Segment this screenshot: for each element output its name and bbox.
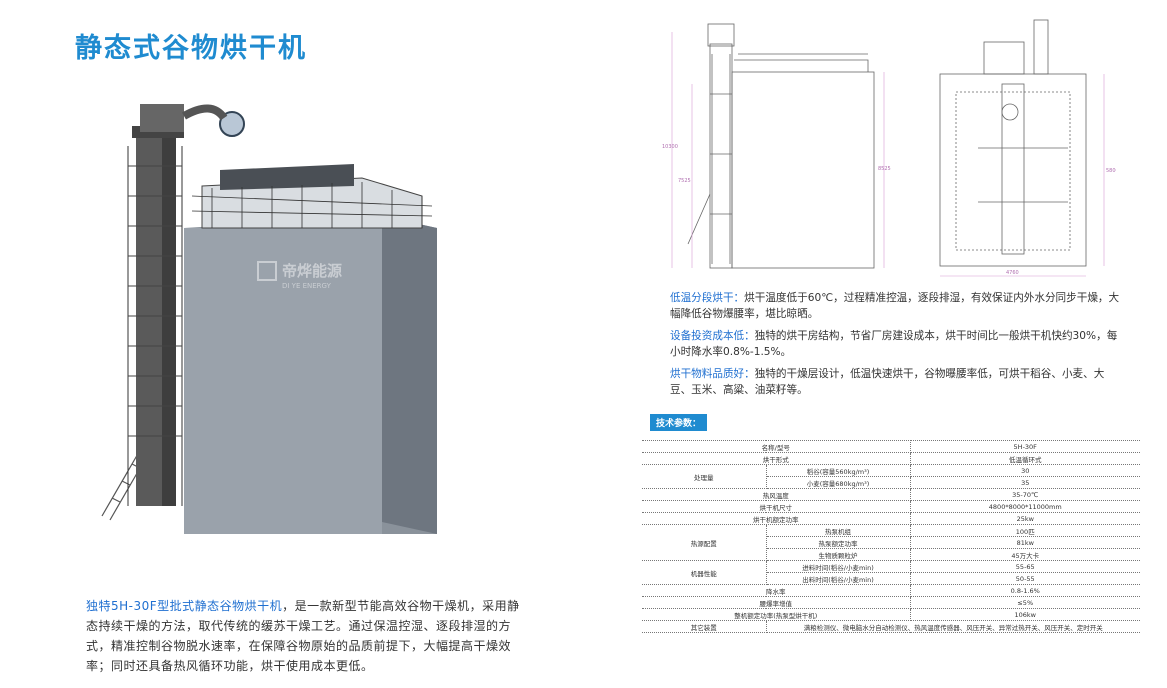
cell-value: 满粮检测仪、微电脑水分自动检测仪、热风温度传感器、风压开关、异常过热开关、风压开…	[766, 620, 1140, 633]
table-row: 烘干形式低温循环式	[642, 452, 1140, 465]
cell-label: 热泵额定功率	[766, 536, 911, 549]
cell-label: 其它装置	[642, 620, 767, 633]
table-row: 机器性能进料时间(稻谷/小麦min)55-65	[642, 560, 1140, 585]
feature-item: 低温分段烘干：烘干温度低于60℃，过程精准控温，逐段排湿，有效保证内外水分同步干…	[670, 290, 1120, 322]
cell-value: 45万大卡	[910, 548, 1140, 561]
cell-value: 4800*8000*11000mm	[910, 500, 1140, 513]
cell-label: 烘干形式	[642, 452, 911, 465]
cell-value: 5H-30F	[910, 440, 1140, 453]
table-row: 小麦(容量680kg/m³)35	[642, 476, 1140, 489]
cell-label: 烘干机尺寸	[642, 500, 911, 513]
table-row: 出料时间(稻谷/小麦min)50-55	[642, 572, 1140, 585]
cell-value: 30	[910, 464, 1140, 477]
cell-value: 0.8-1.6%	[910, 584, 1140, 597]
cell-value: 106kw	[910, 608, 1140, 621]
cell-label: 整机额定功率(热泵型烘干机)	[642, 608, 911, 621]
page-title: 静态式谷物烘干机	[75, 33, 307, 64]
cell-value: 100匹	[910, 524, 1140, 537]
feature-heading: 低温分段烘干：	[670, 292, 745, 304]
logo-en: DI YE ENERGY	[282, 282, 332, 290]
cell-label: 热风温度	[642, 488, 911, 501]
cell-group: 处理量	[642, 464, 767, 489]
cell-label: 降水率	[642, 584, 911, 597]
spec-title-badge: 技术参数：	[650, 414, 708, 431]
feature-text: 独特的干燥层设计，低温快速烘干，谷物曝腰率低，可烘干稻谷、小麦、大豆、玉米、高粱…	[670, 368, 1105, 396]
cell-value: 低温循环式	[910, 452, 1140, 465]
feature-text: 烘干温度低于60℃，过程精准控温，逐段排湿，有效保证内外水分同步干燥，大幅降低谷…	[670, 292, 1120, 320]
cell-group: 热源配置	[642, 524, 767, 561]
technical-drawings: 10300 7525 8525 5800 4760	[648, 14, 1119, 279]
feature-heading: 设备投资成本低：	[670, 330, 755, 342]
cell-label: 进料时间(稻谷/小麦min)	[766, 560, 911, 573]
cell-label: 名称/型号	[642, 440, 911, 453]
cell-label: 烘干机额定功率	[642, 512, 911, 525]
dim-top-2: 4760	[1006, 270, 1019, 276]
table-row: 腰爆率增值≤5%	[642, 596, 1140, 609]
cell-label: 小麦(容量680kg/m³)	[766, 476, 911, 489]
feature-heading: 烘干物料品质好：	[670, 368, 755, 380]
cell-value: ≤5%	[910, 596, 1140, 609]
cell-value: 55-65	[910, 560, 1140, 573]
dim-front-1: 10300	[662, 144, 678, 150]
brand-logo-icon: 帝烨能源 DI YE ENERGY	[257, 261, 342, 290]
feature-list: 低温分段烘干：烘干温度低于60℃，过程精准控温，逐段排湿，有效保证内外水分同步干…	[670, 290, 1120, 404]
cell-value: 35	[910, 476, 1140, 489]
feature-text: 独特的烘干房结构，节省厂房建设成本，烘干时间比一般烘干机快约30%，每小时降水率…	[670, 330, 1118, 358]
cell-group: 机器性能	[642, 560, 767, 585]
table-row: 其它装置满粮检测仪、微电脑水分自动检测仪、热风温度传感器、风压开关、异常过热开关…	[642, 620, 1140, 633]
cell-value: 50-55	[910, 572, 1140, 585]
logo-cn: 帝烨能源	[282, 262, 342, 280]
dim-front-2: 7525	[678, 178, 691, 184]
table-row: 处理量稻谷(容量560kg/m³)30	[642, 464, 1140, 489]
dim-top-1: 5800	[1106, 168, 1116, 174]
cell-label: 腰爆率增值	[642, 596, 911, 609]
cell-value: 25kw	[910, 512, 1140, 525]
cell-value: 35-70℃	[910, 488, 1140, 501]
dryer-machine-illustration: 帝烨能源 DI YE ENERGY	[92, 86, 452, 546]
intro-text: ，是一款新型节能高效谷物干燥机，采用静态持续干燥的方法，取代传统的缓苏干燥工艺。…	[86, 599, 520, 673]
intro-paragraph: 独特5H-30F型批式静态谷物烘干机，是一款新型节能高效谷物干燥机，采用静态持续…	[86, 596, 526, 676]
cell-label: 出料时间(稻谷/小麦min)	[766, 572, 911, 585]
dim-front-3: 8525	[878, 166, 891, 172]
feature-item: 烘干物料品质好：独特的干燥层设计，低温快速烘干，谷物曝腰率低，可烘干稻谷、小麦、…	[670, 366, 1120, 398]
cell-value: 81kw	[910, 536, 1140, 549]
feature-item: 设备投资成本低：独特的烘干房结构，节省厂房建设成本，烘干时间比一般烘干机快约30…	[670, 328, 1120, 360]
cell-label: 稻谷(容量560kg/m³)	[766, 464, 911, 477]
cell-label: 热泵机组	[766, 524, 911, 537]
intro-highlight: 独特5H-30F型批式静态谷物烘干机	[86, 599, 283, 613]
cell-label: 生物质颗粒炉	[766, 548, 911, 561]
table-row: 整机额定功率(热泵型烘干机)106kw	[642, 608, 1140, 621]
